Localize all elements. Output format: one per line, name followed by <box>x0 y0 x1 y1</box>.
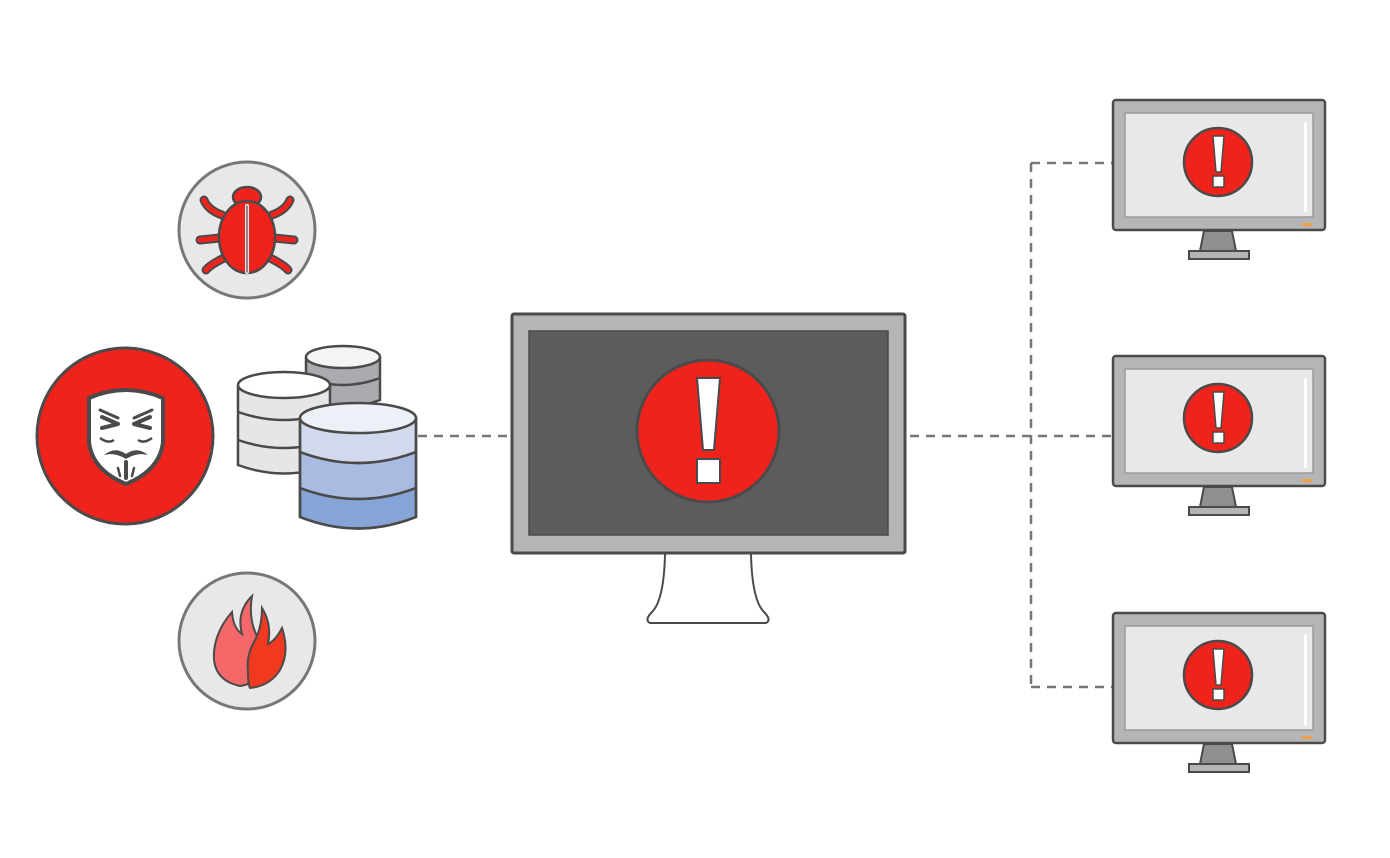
connectors <box>418 161 1112 689</box>
central-monitor <box>510 312 907 624</box>
client-monitor-indicator <box>1302 736 1312 739</box>
bug-badge <box>177 160 317 300</box>
alert-exclamation-icon <box>635 358 781 504</box>
bug-icon <box>195 185 299 275</box>
client-monitor-stand <box>1198 486 1238 508</box>
alert-exclamation-icon <box>1182 126 1254 198</box>
alert-exclamation-icon <box>1182 639 1254 711</box>
client-monitor-stand <box>1198 230 1238 252</box>
database-front <box>298 401 418 530</box>
central-monitor-stand <box>646 553 770 624</box>
database-stack-icon <box>236 344 418 530</box>
client-monitor-scrollbar <box>1304 122 1307 212</box>
client-monitor-scrollbar <box>1304 378 1307 468</box>
client-monitor <box>1111 354 1327 516</box>
client-monitor-stand <box>1198 743 1238 765</box>
client-monitor <box>1111 98 1327 260</box>
client-monitor-base <box>1188 250 1250 260</box>
client-monitor-indicator <box>1302 223 1312 226</box>
client-monitor-scrollbar <box>1304 635 1307 725</box>
alert-exclamation-icon <box>1182 382 1254 454</box>
client-monitor-base <box>1188 506 1250 516</box>
client-monitor <box>1111 611 1327 773</box>
fire-badge <box>177 571 317 711</box>
client-monitors <box>1111 98 1327 773</box>
client-monitor-base <box>1188 763 1250 773</box>
hacker-badge <box>35 346 215 526</box>
fire-icon <box>212 593 287 690</box>
client-monitor-indicator <box>1302 479 1312 482</box>
anonymous-mask-icon <box>87 388 165 486</box>
